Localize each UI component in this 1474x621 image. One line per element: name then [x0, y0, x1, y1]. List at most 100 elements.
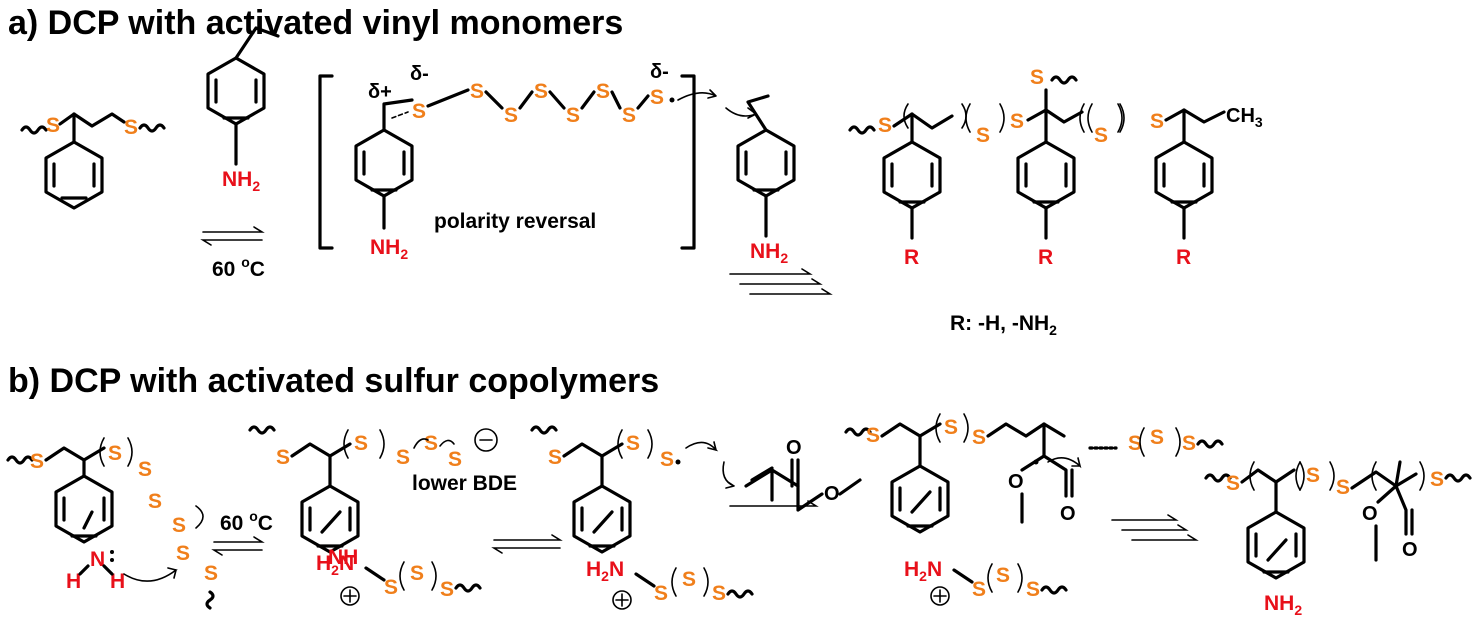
- svg-text:S: S: [172, 514, 186, 537]
- svg-text:δ-: δ-: [410, 63, 429, 85]
- svg-text:O: O: [1402, 539, 1418, 561]
- svg-text:S: S: [622, 104, 636, 127]
- polymer-product-b: S S S S O O NH2: [1204, 460, 1472, 618]
- methacrylate-monomer: O O: [722, 437, 862, 512]
- svg-text:S: S: [30, 450, 44, 473]
- svg-text:S: S: [1150, 426, 1164, 449]
- sulfur-radical-species: S S S H2N S S S: [530, 425, 754, 610]
- svg-text:S: S: [108, 442, 122, 465]
- svg-text:R: R: [1038, 246, 1053, 269]
- svg-text:S: S: [138, 458, 152, 481]
- svg-text:δ-: δ-: [650, 61, 669, 83]
- svg-text:S: S: [712, 582, 726, 605]
- svg-text:δ+: δ+: [368, 81, 392, 103]
- svg-text:R: R: [904, 246, 919, 269]
- equilibrium-arrow-a: 60 oC: [200, 226, 265, 281]
- svg-text:S: S: [440, 578, 454, 601]
- svg-text:S: S: [1010, 110, 1024, 133]
- svg-text:S: S: [1430, 468, 1444, 491]
- svg-text:NH2: NH2: [370, 236, 408, 262]
- svg-text:S: S: [654, 582, 668, 605]
- svg-text:S: S: [972, 426, 986, 449]
- svg-text:S: S: [660, 448, 674, 471]
- svg-text:S: S: [1336, 476, 1350, 499]
- svg-text:N: N: [90, 548, 105, 571]
- svg-text:S: S: [204, 562, 218, 585]
- svg-text:NH2: NH2: [222, 168, 260, 194]
- svg-text:S: S: [1306, 464, 1320, 487]
- multistep-arrow-a: [729, 268, 833, 295]
- svg-text:H2N: H2N: [904, 558, 942, 584]
- svg-text:60 oC: 60 oC: [212, 254, 265, 281]
- svg-text:O: O: [824, 483, 840, 505]
- svg-text:S: S: [1026, 578, 1040, 601]
- svg-text:S: S: [548, 446, 562, 469]
- svg-text:O: O: [1060, 503, 1076, 525]
- multistep-arrow-b: [1111, 514, 1199, 541]
- svg-text:S: S: [1094, 124, 1108, 147]
- svg-text:S: S: [996, 564, 1010, 587]
- svg-text:S: S: [448, 448, 462, 471]
- svg-text:R: R: [1176, 246, 1191, 269]
- second-vinylaniline: NH2: [677, 89, 796, 266]
- svg-text:S: S: [976, 124, 990, 147]
- section-a-heading: a) DCP with activated vinyl monomers: [8, 4, 624, 42]
- svg-text:O: O: [1362, 503, 1378, 525]
- svg-text:CH3: CH3: [1226, 105, 1263, 130]
- svg-text:S: S: [424, 432, 438, 455]
- svg-text:S: S: [1150, 110, 1164, 133]
- svg-text:S: S: [972, 578, 986, 601]
- svg-text:S: S: [148, 490, 162, 513]
- svg-text:NH2: NH2: [1264, 592, 1302, 618]
- svg-text:S: S: [396, 446, 410, 469]
- svg-text:S: S: [626, 432, 640, 455]
- svg-text:S: S: [412, 100, 426, 123]
- equilibrium-arrow-b1: 60 oC: [211, 508, 273, 556]
- activated-copolymer: S S S S S S S N H H: [6, 437, 218, 610]
- svg-text:H: H: [110, 570, 125, 593]
- svg-text:S: S: [1030, 66, 1044, 89]
- svg-text:S: S: [410, 562, 424, 585]
- svg-text:NH: NH: [328, 546, 358, 569]
- polymer-product-a: S S S S S S CH3 R R R: [848, 66, 1263, 269]
- svg-text:S: S: [650, 86, 664, 109]
- polarity-reversal-label: polarity reversal: [434, 210, 596, 233]
- r-group-note: R: -H, -NH2: [950, 312, 1057, 338]
- svg-text:O: O: [1008, 471, 1024, 493]
- svg-text:S: S: [596, 80, 610, 103]
- svg-text:H2N: H2N: [586, 558, 624, 584]
- svg-text:H: H: [66, 570, 81, 593]
- svg-text:S: S: [1128, 432, 1142, 455]
- svg-text:NH2: NH2: [750, 240, 788, 266]
- svg-text:S: S: [566, 104, 580, 127]
- svg-text:O: O: [786, 437, 802, 459]
- svg-text:S: S: [504, 104, 518, 127]
- svg-text:S: S: [470, 80, 484, 103]
- intermediate-bracket: δ+ δ- δ- S S S S S S S S NH2 polarity re…: [318, 61, 696, 262]
- ammonium-zwitterion: S S S S S lower BDE NH H2N S S S: [248, 425, 517, 606]
- forward-arrow-b: [729, 500, 819, 507]
- svg-text:S: S: [176, 542, 190, 565]
- svg-text:S: S: [354, 432, 368, 455]
- svg-text:H2N: H2N: [316, 552, 354, 578]
- svg-text:S: S: [124, 116, 138, 139]
- vinylaniline-monomer: NH2: [206, 26, 280, 194]
- svg-text:S: S: [1226, 472, 1240, 495]
- adduct-radical: S S S O O S S S H2N S S S: [844, 413, 1224, 606]
- svg-text:S: S: [866, 424, 880, 447]
- lower-bde-label: lower BDE: [412, 472, 517, 495]
- benzyl-disulfide-unit: S S: [20, 112, 166, 210]
- svg-text:S: S: [944, 416, 958, 439]
- equilibrium-arrow-b2: [491, 534, 563, 554]
- svg-text:S: S: [46, 114, 60, 137]
- svg-text:S: S: [534, 80, 548, 103]
- svg-text:S: S: [878, 114, 892, 137]
- section-b-heading: b) DCP with activated sulfur copolymers: [8, 362, 660, 400]
- svg-text:S: S: [1182, 432, 1196, 455]
- svg-text:S: S: [682, 568, 696, 591]
- svg-text:S: S: [384, 576, 398, 599]
- svg-text:60 oC: 60 oC: [220, 508, 273, 535]
- svg-text:S: S: [276, 446, 290, 469]
